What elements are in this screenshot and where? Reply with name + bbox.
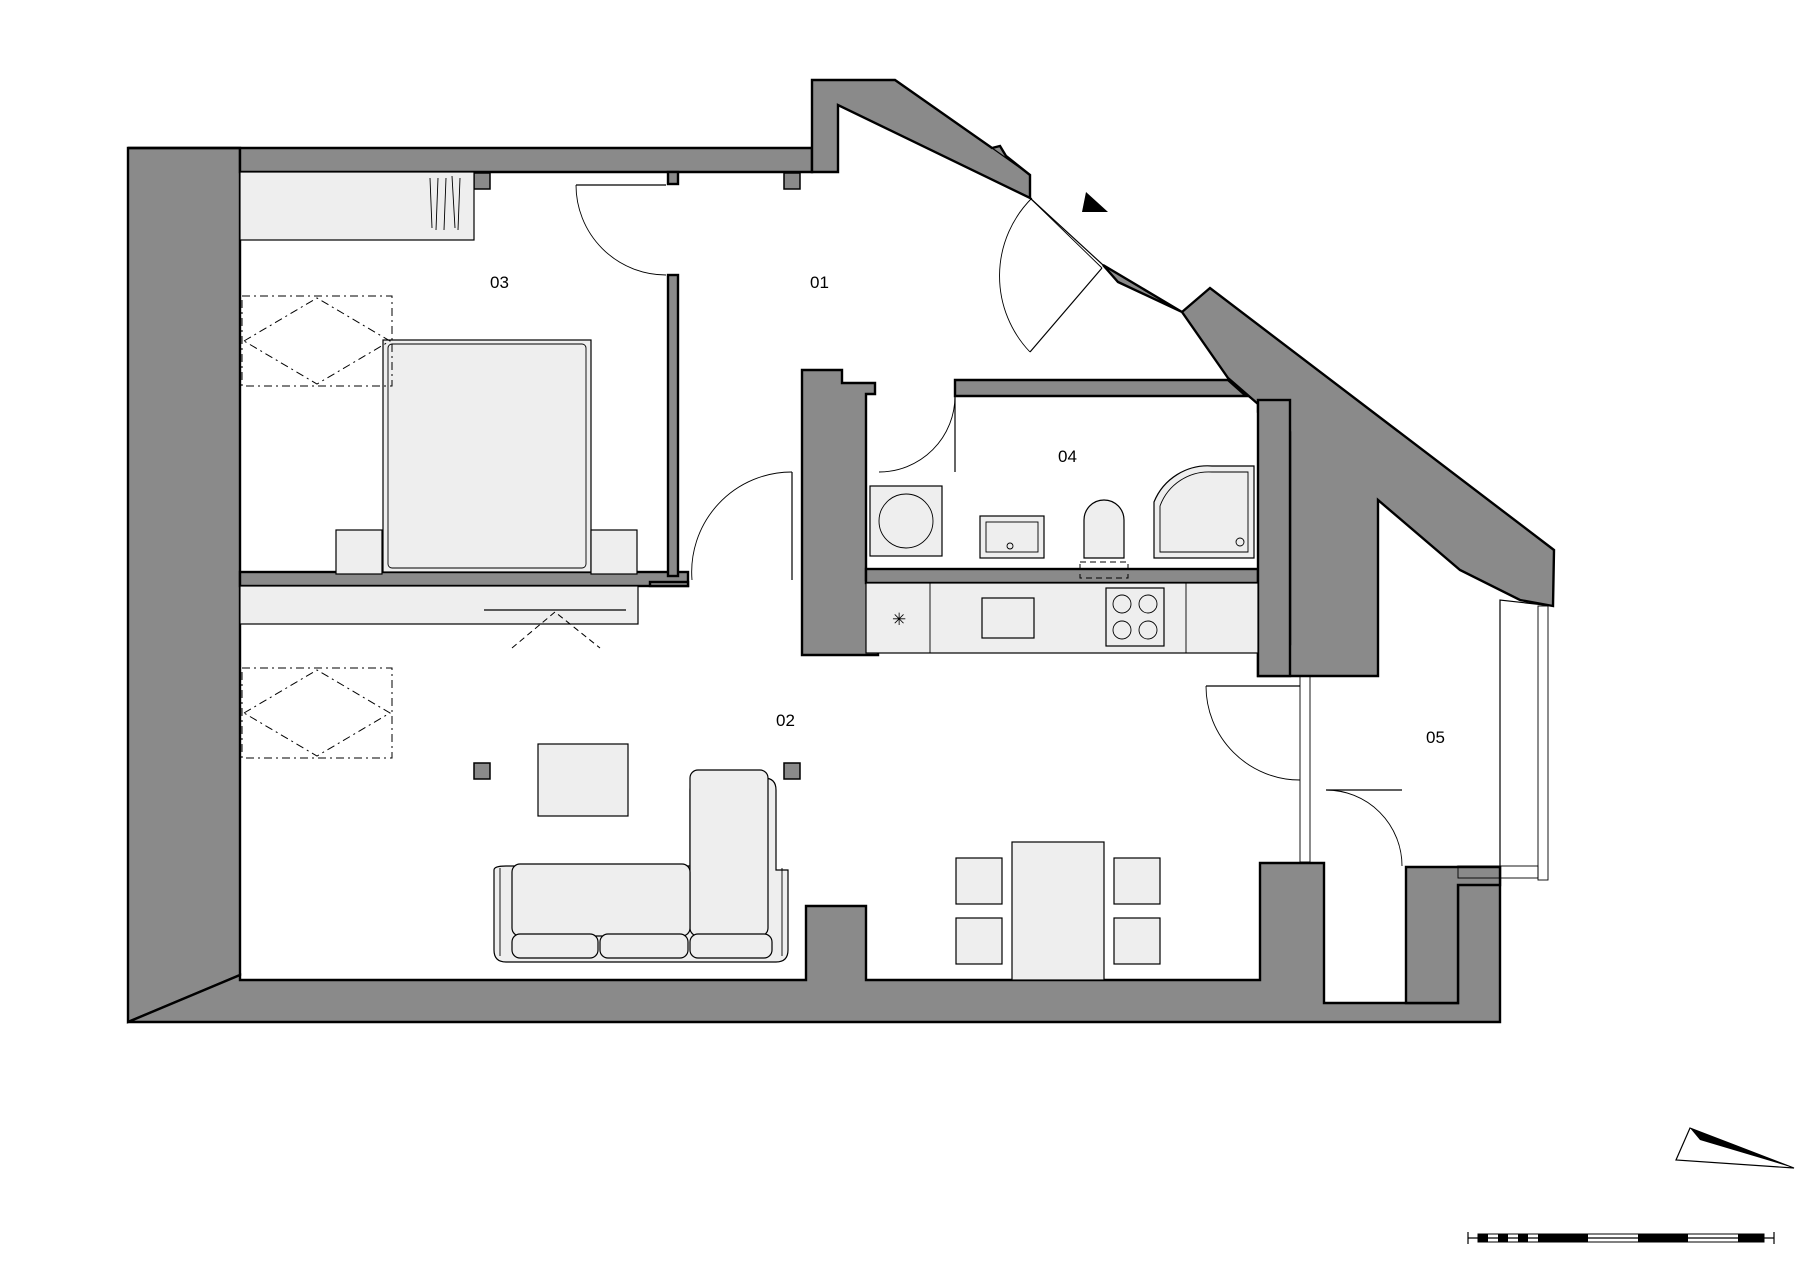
exterior-outline — [127, 79, 1555, 1023]
sofa-chaise — [689, 769, 769, 937]
living-north-wall — [648, 580, 690, 588]
entrance-door-leaf — [1029, 267, 1103, 353]
room-label-03: 03 — [490, 273, 509, 292]
bedroom-rug-diamond — [243, 297, 391, 385]
washing-machine — [869, 485, 943, 557]
wardrobe — [239, 171, 475, 241]
living-door-swing — [691, 471, 793, 581]
bathroom-east-wall — [1256, 398, 1292, 678]
room-label-05: 05 — [1426, 728, 1445, 747]
bedroom-east-wall-lower — [666, 273, 680, 578]
double-bed — [382, 339, 592, 573]
column — [783, 762, 801, 780]
columns — [473, 172, 801, 780]
living-rug-diamond — [243, 669, 391, 757]
dining-chair — [955, 917, 1003, 965]
coffee-table — [537, 743, 629, 817]
sectional-sofa — [493, 769, 789, 963]
bedroom-rug — [241, 295, 393, 387]
scale-bar-icon — [1467, 1232, 1775, 1244]
cooktop — [1105, 587, 1165, 647]
kitchen-counter — [865, 582, 1259, 654]
kitchen: ✳ — [865, 582, 1259, 654]
kitchen-sink — [981, 597, 1035, 639]
washbasin-bowl — [985, 521, 1039, 553]
column — [783, 172, 801, 190]
burner-icon — [1138, 620, 1158, 640]
washbasin — [979, 515, 1045, 559]
south-wall — [127, 861, 1502, 1024]
balcony-door-swing-upper — [1205, 685, 1301, 781]
entrance-door-swing — [999, 197, 1033, 353]
sofa-cushion-2 — [599, 933, 689, 959]
tv-cabinet — [239, 585, 639, 625]
nightstand-left — [335, 529, 383, 575]
shower-tray-inner — [1159, 471, 1249, 553]
burner-icon — [1138, 594, 1158, 614]
room-label-02: 02 — [776, 711, 795, 730]
toilet-cistern — [1079, 561, 1129, 579]
room-labels: 01 02 03 04 05 — [490, 273, 1445, 747]
burner-icon — [1112, 620, 1132, 640]
double-bed-mattress — [387, 343, 587, 569]
drain-icon — [1006, 542, 1014, 550]
washing-machine-drum — [878, 493, 934, 549]
bedroom-door-swing — [575, 184, 667, 276]
kitchen-north-wall — [864, 567, 1260, 585]
walls — [126, 78, 1556, 1024]
dining-chair — [955, 857, 1003, 905]
column — [473, 762, 491, 780]
shower-tray — [1153, 465, 1255, 559]
room-label-01: 01 — [810, 273, 829, 292]
sofa-seat-left — [511, 863, 691, 937]
toilet — [1083, 499, 1125, 559]
balcony-glazing — [1299, 675, 1311, 863]
sofa-cushion-1 — [511, 933, 599, 959]
bedroom-east-wall-upper — [666, 170, 680, 186]
room-label-04: 04 — [1058, 447, 1077, 466]
bathroom-west-wall — [800, 368, 880, 657]
west-wall — [126, 146, 242, 1024]
entrance-door-jamb — [1029, 197, 1103, 269]
sofa-cushion-3 — [689, 933, 773, 959]
balcony-door-swing-lower — [1325, 789, 1403, 867]
bathroom — [869, 465, 1255, 579]
dining-chair — [1113, 917, 1161, 965]
doors — [575, 184, 1549, 881]
bathroom-door-swing — [878, 395, 956, 473]
wardrobe-hangers-icon — [429, 175, 461, 231]
bathroom-north-wall — [953, 378, 1250, 398]
nightstand-right — [590, 529, 638, 575]
balcony-glazing-east — [1537, 605, 1549, 881]
dining-chair — [1113, 857, 1161, 905]
living-furniture — [239, 585, 1161, 981]
fan-icon: ✳ — [892, 610, 906, 629]
balcony-glazing-south — [1457, 865, 1539, 879]
bedroom-furniture — [239, 171, 638, 575]
column — [473, 172, 491, 190]
shower-drain-icon — [1235, 537, 1245, 547]
living-rug — [241, 667, 393, 759]
burner-icon — [1112, 594, 1132, 614]
dining-table — [1011, 841, 1105, 981]
entrance-arrow-icon — [1082, 192, 1108, 212]
north-arrow-icon — [1675, 1127, 1795, 1169]
tv-view-indicator — [511, 611, 601, 649]
